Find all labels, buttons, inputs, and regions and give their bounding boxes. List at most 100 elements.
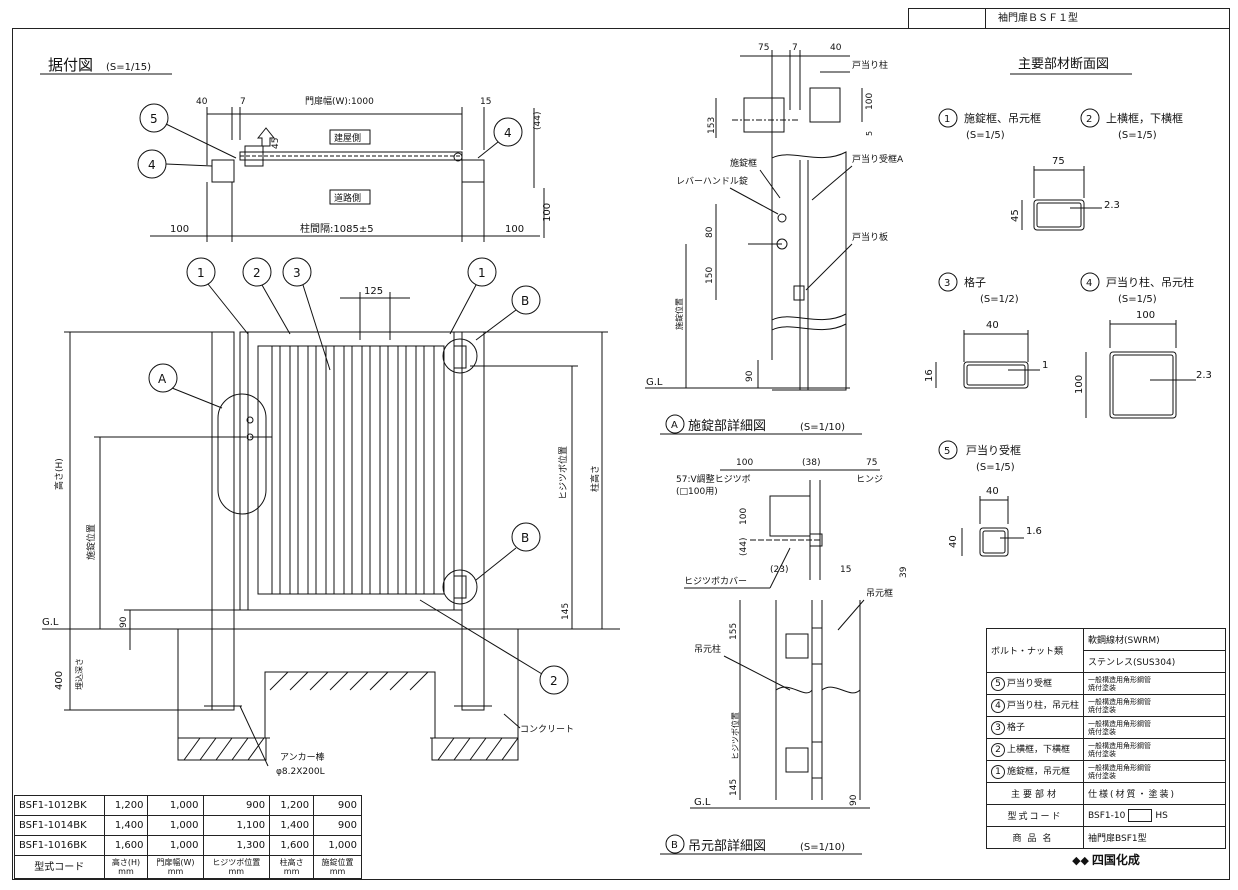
road-side-label: 道路側 [334,192,361,204]
svg-text:施錠位置: 施錠位置 [85,524,97,560]
svg-text:戸当り板: 戸当り板 [852,231,888,243]
lattice-bars [271,346,435,594]
detail-b-view: 100 (38) 75 57:V調整ヒジツボ (□100用) ヒンジ 100 (… [660,458,909,855]
svg-text:柱高さ: 柱高さ [589,465,601,492]
detail-a-title: 施錠部詳細図 [688,418,766,434]
svg-text:吊元框: 吊元框 [866,587,893,599]
svg-text:1.6: 1.6 [1026,526,1042,537]
svg-text:100: 100 [739,508,749,525]
plan-view: 40 7 門扉幅(W):1000 15 (44) 45 建屋側 道路側 100 … [137,95,553,242]
title-block-name: 袖門扉ＢＳＦ１型 [998,13,1078,24]
svg-text:145: 145 [561,603,571,620]
svg-text:150: 150 [705,267,715,284]
svg-text:100: 100 [736,458,753,468]
company-logo: 四国化成 [1091,853,1140,867]
svg-text:戸当り受框A: 戸当り受框A [852,153,904,165]
svg-text:A: A [671,420,678,431]
svg-text:100: 100 [505,224,524,235]
svg-text:2: 2 [1086,114,1092,125]
svg-text:1: 1 [1042,360,1048,371]
svg-text:90: 90 [745,370,755,382]
svg-text:100: 100 [1074,375,1085,394]
svg-text:(S=1/10): (S=1/10) [800,842,845,853]
svg-text:ヒジツボ位置: ヒジツボ位置 [557,446,569,500]
svg-text:80: 80 [705,226,715,238]
svg-text:戸当り柱、吊元柱: 戸当り柱、吊元柱 [1106,275,1194,289]
svg-text:16: 16 [924,369,935,382]
svg-text:75: 75 [866,458,877,468]
svg-text:145: 145 [729,779,739,796]
table-row: 商品名 袖門扉BSF1型 [985,826,1226,849]
detail-a-view: 75 7 40 戸当り柱 153 100 5 施錠框 戸当り受框A レバーハンド… [645,43,904,435]
table-row: 主要部材 仕様(材質・塗装) [985,782,1226,805]
table-row: ◆◆ 四国化成 [987,849,1226,871]
svg-text:39: 39 [899,566,909,578]
svg-text:100: 100 [865,93,875,110]
install-scale: (S=1/15) [106,62,151,73]
svg-text:ヒジツボカバー: ヒジツボカバー [684,576,747,587]
svg-text:(S=1/2): (S=1/2) [980,294,1019,305]
svg-text:(44): (44) [739,538,749,556]
svg-text:40: 40 [196,97,208,107]
svg-text:15: 15 [480,97,491,107]
svg-text:戸当り柱: 戸当り柱 [852,59,888,71]
svg-text:B: B [521,294,529,308]
house-side-label: 建屋側 [334,132,361,144]
title-block: 袖門扉ＢＳＦ１型 [908,8,1230,29]
svg-text:4: 4 [504,126,512,140]
svg-text:門扉幅(W):1000: 門扉幅(W):1000 [305,95,374,107]
svg-text:2.3: 2.3 [1104,200,1120,211]
svg-text:ヒンジ: ヒンジ [856,474,883,485]
svg-text:(S=1/10): (S=1/10) [800,422,845,433]
svg-text:40: 40 [830,43,842,53]
svg-text:75: 75 [758,43,769,53]
svg-text:4: 4 [148,158,156,172]
svg-text:G.L: G.L [42,617,59,628]
svg-text:コンクリート: コンクリート [520,724,574,735]
svg-text:90: 90 [849,794,859,806]
svg-text:埋込深さ: 埋込深さ [74,658,84,690]
svg-text:施錠框、吊元框: 施錠框、吊元框 [964,111,1041,125]
svg-text:(S=1/5): (S=1/5) [966,130,1005,141]
svg-text:1: 1 [944,114,950,125]
detail-b-title: 吊元部詳細図 [688,838,766,854]
svg-text:上横框，下横框: 上横框，下横框 [1106,111,1183,125]
svg-text:1: 1 [197,266,205,280]
svg-text:2.3: 2.3 [1196,370,1212,381]
svg-text:7: 7 [240,97,246,107]
svg-text:5: 5 [865,131,874,136]
svg-text:柱間隔:1085±5: 柱間隔:1085±5 [300,222,374,235]
svg-text:1: 1 [478,266,486,280]
svg-text:15: 15 [840,565,851,575]
svg-text:ヒジツボ位置: ヒジツボ位置 [730,712,740,760]
svg-text:吊元柱: 吊元柱 [694,643,721,655]
sections-view: 主要部材断面図 1 施錠框、吊元框 (S=1/5) 2 上横框，下横框 (S=1… [924,57,1212,557]
svg-text:G.L: G.L [646,377,663,388]
svg-text:施錠框: 施錠框 [730,157,757,169]
svg-text:3: 3 [293,266,301,280]
svg-text:A: A [158,372,167,386]
svg-text:40: 40 [986,486,999,497]
svg-text:レバーハンドル錠: レバーハンドル錠 [676,175,748,187]
svg-text:100: 100 [1136,310,1155,321]
svg-text:アンカー棒: アンカー棒 [280,751,325,763]
svg-text:90: 90 [119,616,129,628]
install-title: 据付図 [48,56,93,74]
svg-text:(S=1/5): (S=1/5) [1118,130,1157,141]
drawing-frame [12,28,1230,880]
svg-text:(44): (44) [533,112,543,130]
svg-text:B: B [671,840,678,851]
svg-text:B: B [521,531,529,545]
svg-text:2: 2 [253,266,261,280]
